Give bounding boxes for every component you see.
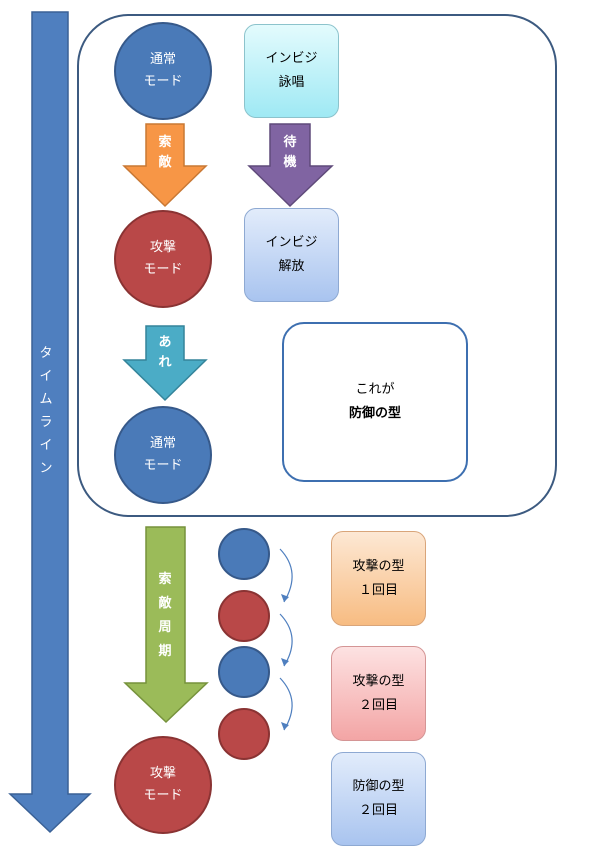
defense-pattern-2-box: 防御の型 ２回目	[331, 752, 426, 846]
chevron-icon	[281, 722, 289, 730]
invisible-release-box: インビジ 解放	[244, 208, 339, 302]
cycle-normal-dot-2	[218, 646, 270, 698]
search-arrow	[122, 123, 208, 208]
normal-mode-node: 通常 モード	[114, 22, 212, 120]
attack-pattern-1-box: 攻撃の型 １回目	[331, 531, 426, 626]
invisible-cast-box: インビジ 詠唱	[244, 24, 339, 118]
that-arrow	[122, 325, 208, 402]
timeline-label: タ イ ム ラ イ ン	[39, 346, 53, 476]
chevron-icon	[281, 658, 289, 666]
cycle-arrowheads	[281, 594, 289, 730]
search-arrow-label: 索 敵	[158, 135, 172, 170]
attack-pattern-2-box: 攻撃の型 ２回目	[331, 646, 426, 741]
cycle-curves	[279, 548, 293, 731]
cycle-curve-1	[279, 548, 293, 603]
defense-phase-container	[77, 14, 557, 517]
cycle-curve-3	[279, 677, 293, 731]
normal-mode-node-2: 通常 モード	[114, 406, 212, 504]
cycle-attack-dot-1	[218, 590, 270, 642]
wait-arrow	[247, 123, 334, 208]
attack-mode-node: 攻撃 モード	[114, 210, 212, 308]
chevron-icon	[281, 594, 289, 602]
defense-pattern-box: これが 防御の型	[282, 322, 468, 482]
search-period-arrow-label: 索 敵 周 期	[158, 572, 172, 659]
wait-arrow-label: 待 機	[283, 135, 297, 170]
that-arrow-label: あ れ	[158, 335, 172, 370]
search-period-arrow	[123, 526, 209, 724]
cycle-curve-2	[279, 613, 293, 667]
timeline-arrow	[8, 11, 92, 834]
cycle-normal-dot-1	[218, 528, 270, 580]
cycle-attack-dot-2	[218, 708, 270, 760]
attack-mode-node-2: 攻撃 モード	[114, 736, 212, 834]
